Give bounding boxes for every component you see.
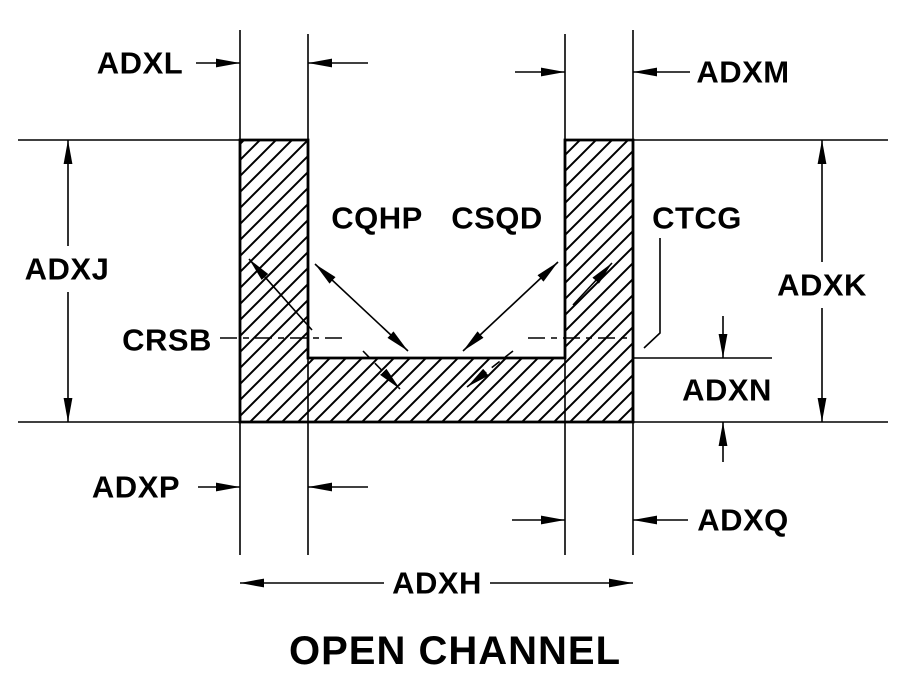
crsb-label: CRSB bbox=[122, 323, 212, 358]
leader-cqhp: CQHP bbox=[314, 201, 423, 352]
adxp-label: ADXP bbox=[92, 470, 180, 505]
extension-lines bbox=[18, 30, 888, 555]
dim-adxq: ADXQ bbox=[512, 503, 789, 538]
dim-adxn: ADXN bbox=[682, 316, 772, 462]
csqd-label: CSQD bbox=[451, 201, 543, 236]
diagram-title: OPEN CHANNEL bbox=[289, 629, 621, 673]
leader-csqd: CSQD bbox=[451, 201, 559, 352]
csqd-leader-arrow bbox=[462, 261, 559, 352]
radius-arrows bbox=[248, 258, 613, 390]
adxn-label: ADXN bbox=[682, 373, 772, 408]
cqhp-label: CQHP bbox=[331, 201, 423, 236]
ctcg-leader-line bbox=[643, 238, 661, 349]
floor-radius-arrow-right bbox=[466, 350, 514, 388]
dim-adxm: ADXM bbox=[515, 55, 789, 90]
ctcg-label: CTCG bbox=[652, 201, 742, 236]
adxl-label: ADXL bbox=[97, 46, 183, 81]
dim-adxp: ADXP bbox=[92, 470, 368, 505]
adxh-label: ADXH bbox=[392, 566, 482, 601]
leader-crsb: CRSB bbox=[122, 323, 632, 358]
dim-adxl: ADXL bbox=[97, 46, 368, 81]
floor-radius-arrow-left bbox=[362, 350, 401, 390]
adxm-label: ADXM bbox=[696, 55, 789, 90]
adxj-label: ADXJ bbox=[25, 252, 110, 287]
dim-adxj: ADXJ bbox=[25, 140, 110, 422]
adxk-label: ADXK bbox=[777, 268, 867, 303]
cqhp-leader-arrow bbox=[314, 263, 409, 352]
dim-adxh: ADXH bbox=[240, 566, 633, 601]
dim-adxk: ADXK bbox=[777, 140, 867, 422]
right-wall-radius-arrow bbox=[572, 262, 613, 306]
left-wall-radius-arrow bbox=[248, 258, 313, 331]
adxq-label: ADXQ bbox=[697, 503, 789, 538]
leader-ctcg: CTCG bbox=[643, 201, 742, 349]
